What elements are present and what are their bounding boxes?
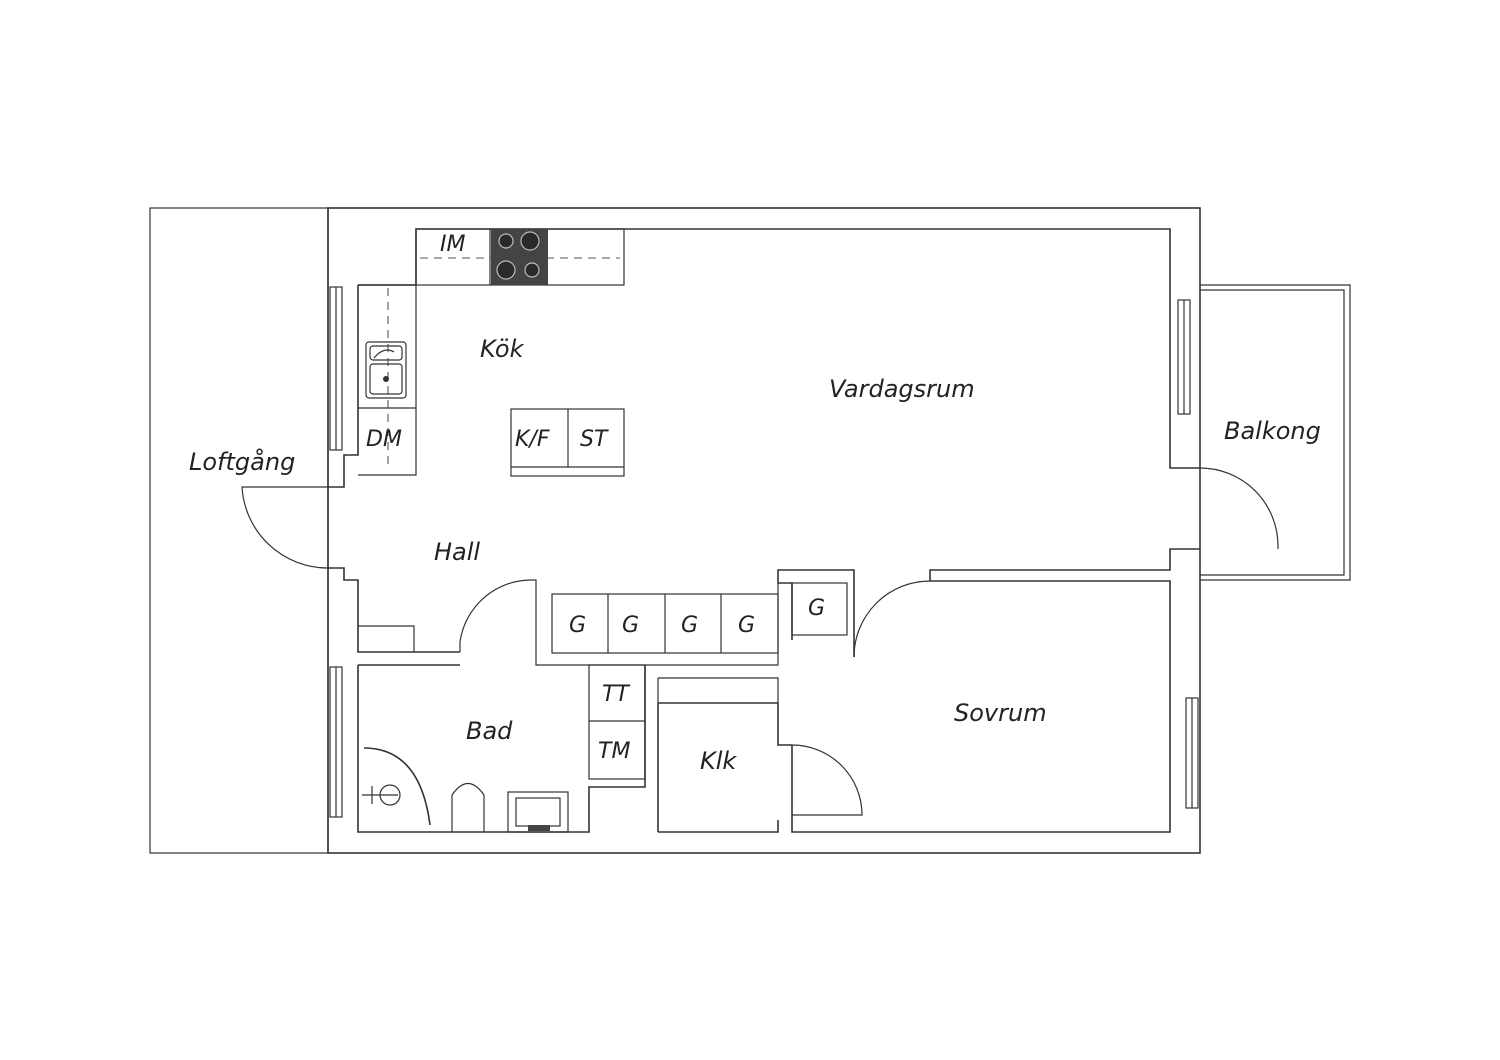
klk-door bbox=[791, 744, 863, 816]
burner-1 bbox=[498, 233, 514, 249]
sink bbox=[365, 341, 407, 399]
room-label-bad: Bad bbox=[466, 717, 513, 745]
faucet bbox=[373, 349, 395, 359]
bathroom-door bbox=[459, 579, 779, 666]
washbasin-bowl bbox=[515, 797, 561, 827]
washbasin bbox=[507, 791, 569, 833]
fixture-label-im: IM bbox=[440, 232, 465, 257]
shower-curtain bbox=[363, 747, 431, 826]
tap bbox=[528, 825, 550, 831]
kitchen-left-wall bbox=[328, 285, 359, 488]
sink-drain bbox=[383, 376, 389, 382]
hall-left-wall bbox=[328, 567, 460, 653]
wardrobe-sovrum bbox=[791, 582, 848, 636]
sovrum-door bbox=[853, 580, 931, 658]
burner-3 bbox=[496, 260, 516, 280]
room-label-klk: Klk bbox=[700, 747, 737, 775]
fixture-label-tt: TT bbox=[602, 682, 630, 707]
room-label-balkong: Balkong bbox=[1224, 417, 1321, 445]
loftgang-outline bbox=[149, 207, 329, 854]
balcony-outline bbox=[1200, 284, 1351, 581]
kitchen-left-counter bbox=[358, 284, 417, 476]
sink-basin-1 bbox=[369, 345, 403, 361]
balcony-inner bbox=[1200, 289, 1345, 576]
room-label-loftgang: Loftgång bbox=[189, 447, 295, 476]
sink-basin-2 bbox=[369, 363, 403, 395]
fixture-label-g4: G bbox=[738, 613, 755, 638]
fixture-label-dm: DM bbox=[366, 427, 402, 452]
room-label-sovrum: Sovrum bbox=[954, 699, 1047, 727]
fixture-label-tm: TM bbox=[598, 739, 630, 764]
burner-4 bbox=[524, 262, 540, 278]
room-label-vardagsrum: Vardagsrum bbox=[829, 375, 975, 403]
fixture-label-st: ST bbox=[580, 427, 609, 452]
room-label-hall: Hall bbox=[434, 538, 480, 566]
klk-shelf bbox=[658, 677, 779, 703]
fixture-label-g1: G bbox=[569, 613, 586, 638]
burner-2 bbox=[520, 231, 540, 251]
toilet bbox=[451, 782, 485, 832]
hall-shelf bbox=[358, 625, 415, 652]
room-label-kok: Kök bbox=[480, 335, 525, 363]
fixture-label-g3: G bbox=[681, 613, 698, 638]
entrance-door bbox=[241, 486, 329, 569]
fixture-label-g2: G bbox=[622, 613, 639, 638]
fixture-label-g5: G bbox=[808, 596, 825, 621]
fixture-label-kf: K/F bbox=[515, 427, 550, 452]
outer-wall bbox=[327, 207, 1201, 854]
balcony-door bbox=[1199, 467, 1279, 549]
tt-tm-units bbox=[588, 664, 646, 780]
